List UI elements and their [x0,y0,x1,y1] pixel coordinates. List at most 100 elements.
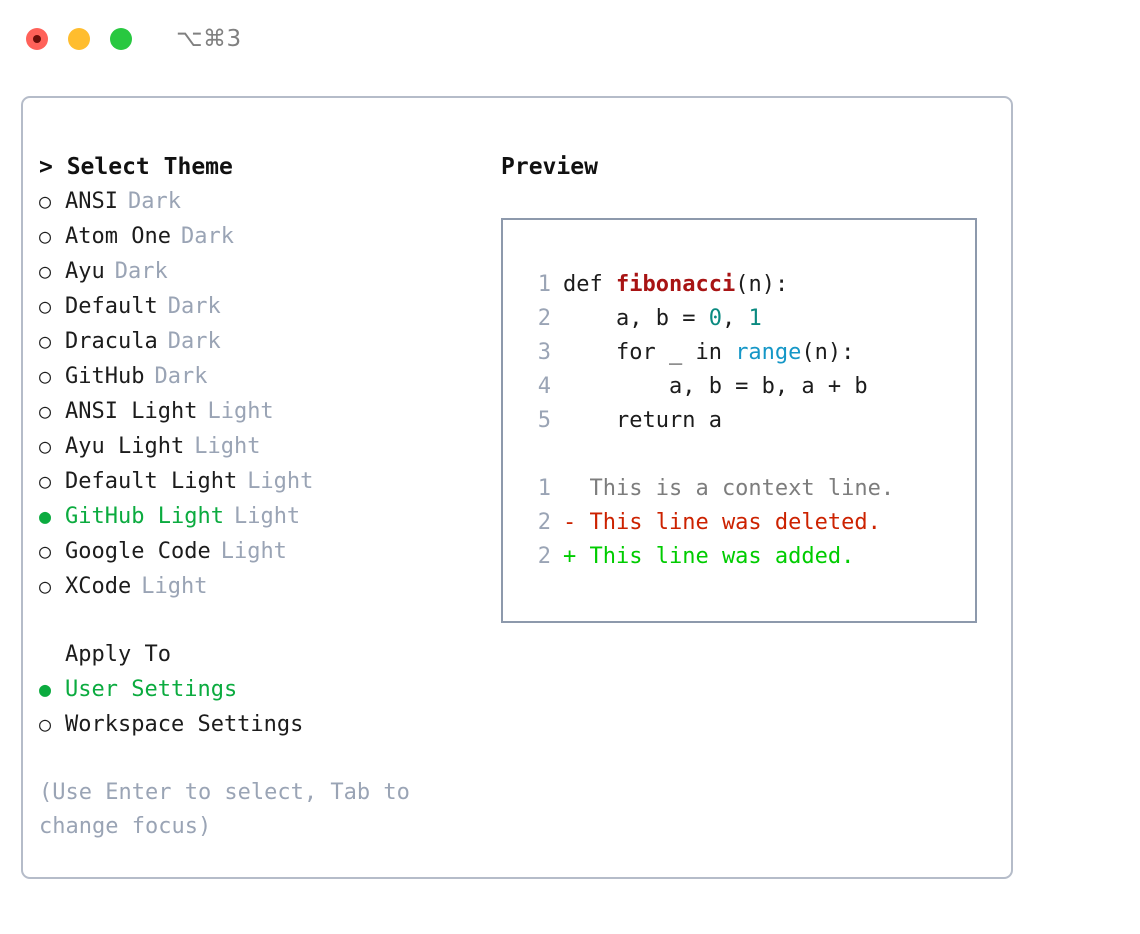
theme-option-label: GitHub [65,364,145,389]
line-number: 2 [537,544,551,569]
diff-line-del: 2 - This line was deleted. [523,506,975,540]
code-text: def fibonacci(n): [563,268,788,302]
code-token-fn: fibonacci [615,272,736,297]
theme-option-tag: Light [220,539,287,564]
apply-to-heading: Apply To [65,642,171,667]
code-line: 2 a, b = 0, 1 [523,302,975,336]
radio-empty-icon: ○ [39,399,52,423]
diff-line-add: 2 + This line was added. [523,540,975,574]
radio-empty-icon: ○ [39,224,52,248]
radio-selected-icon: ● [39,504,52,528]
theme-option-tag: Dark [114,259,168,284]
diff-text: - This line was deleted. [563,510,881,535]
theme-option-label: ANSI [65,189,118,214]
diff-text: + This line was added. [563,544,855,569]
theme-option-label: Default Light [65,469,238,494]
radio-empty-icon: ○ [39,294,52,318]
code-line: 1 def fibonacci(n): [523,268,975,302]
code-token-plain: (n): [801,340,855,365]
diff-line-ctx: 1 This is a context line. [523,472,975,506]
theme-option-ansi[interactable]: ○ ANSI Dark [39,184,479,219]
code-token-plain: return a [563,408,722,433]
theme-option-ayu[interactable]: ○ Ayu Dark [39,254,479,289]
code-token-call: range [735,340,802,365]
diff-text: This is a context line. [563,476,895,501]
code-text: a, b = 0, 1 [563,302,762,336]
code-diff-gap [523,438,975,472]
theme-option-tag: Dark [167,329,221,354]
theme-option-github[interactable]: ○ GitHub Dark [39,359,479,394]
theme-option-label: XCode [65,574,132,599]
code-line: 3 for _ in range(n): [523,336,975,370]
theme-option-dracula[interactable]: ○ Dracula Dark [39,324,479,359]
title-bar: ⌥⌘3 [0,0,1140,78]
code-token-plain: a, b = [563,306,709,331]
apply-to-option-label: User Settings [65,677,238,702]
theme-option-tag: Dark [127,189,181,214]
apply-to-option-label: Workspace Settings [65,712,304,737]
radio-empty-icon: ○ [39,189,52,213]
radio-empty-icon: ○ [39,539,52,563]
preview-title: Preview [501,154,598,180]
select-theme-heading: > Select Theme [39,154,233,180]
code-token-num: 1 [748,306,762,331]
theme-option-label: Ayu Light [65,434,185,459]
diff-sample: 1 This is a context line. 2 - This line wa… [523,472,975,574]
radio-empty-icon: ○ [39,434,52,458]
code-text: return a [563,404,722,438]
apply-to-option-workspace-settings[interactable]: ○ Workspace Settings [39,707,479,742]
radio-empty-icon: ○ [39,574,52,598]
maximize-button[interactable] [110,28,132,50]
radio-empty-icon: ○ [39,712,52,736]
radio-empty-icon: ○ [39,364,52,388]
radio-empty-icon: ○ [39,329,52,353]
code-token-kw: def [563,272,616,297]
line-number: 2 [537,510,551,535]
theme-option-tag: Light [207,399,274,424]
radio-empty-icon: ○ [39,469,52,493]
code-token-num: 0 [708,306,722,331]
radio-empty-icon: ○ [39,259,52,283]
line-number: 2 [537,306,551,331]
theme-option-ansi-light[interactable]: ○ ANSI Light Light [39,394,479,429]
code-token-plain: (n): [735,272,789,297]
minimize-button[interactable] [68,28,90,50]
code-text: a, b = b, a + b [563,370,868,404]
line-number: 1 [537,272,551,297]
theme-option-label: Dracula [65,329,158,354]
apply-to-option-user-settings[interactable]: ● User Settings [39,672,479,707]
code-text: for _ in range(n): [563,336,854,370]
keyboard-hint: (Use Enter to select, Tab to change focu… [39,780,424,839]
apply-to-list: ● User Settings ○ Workspace Settings [39,672,479,742]
window-title: ⌥⌘3 [176,26,242,52]
line-number: 5 [537,408,551,433]
theme-option-label: Atom One [65,224,171,249]
theme-option-google-code[interactable]: ○ Google Code Light [39,534,479,569]
theme-option-label: Default [65,294,158,319]
theme-option-label: ANSI Light [65,399,198,424]
line-number: 4 [537,374,551,399]
theme-option-tag: Dark [167,294,221,319]
theme-option-default[interactable]: ○ Default Dark [39,289,479,324]
theme-option-label: Google Code [65,539,211,564]
theme-option-label: Ayu [65,259,105,284]
close-button[interactable] [26,28,48,50]
section-spacer [39,604,479,638]
theme-option-tag: Dark [180,224,234,249]
theme-option-tag: Dark [154,364,208,389]
theme-option-ayu-light[interactable]: ○ Ayu Light Light [39,429,479,464]
theme-option-atom-one[interactable]: ○ Atom One Dark [39,219,479,254]
radio-selected-icon: ● [39,677,52,701]
theme-option-tag: Light [194,434,261,459]
code-token-plain: a, b = b, a + b [563,374,868,399]
code-line: 4 a, b = b, a + b [523,370,975,404]
